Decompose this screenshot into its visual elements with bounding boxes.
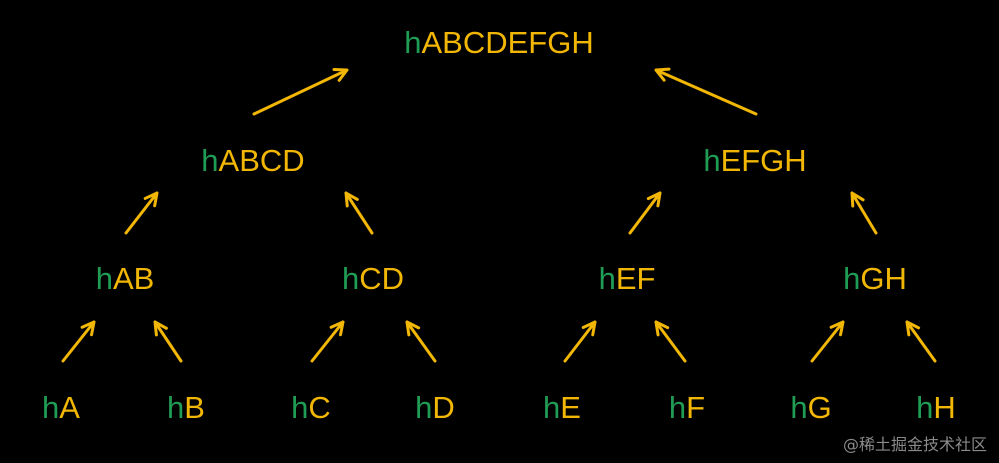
node-label: D (432, 390, 455, 425)
node-prefix: h (42, 390, 60, 425)
node-prefix: h (291, 390, 309, 425)
node-hd: hD (415, 392, 455, 423)
node-label: H (933, 390, 956, 425)
node-hh: hH (916, 392, 956, 423)
node-prefix: h (598, 261, 616, 296)
node-label: CD (359, 261, 405, 296)
edge-arrow-6 (850, 191, 878, 235)
edge-arrow-11 (563, 320, 597, 363)
node-prefix: h (201, 143, 219, 178)
node-prefix: h (543, 390, 561, 425)
node-prefix: h (415, 390, 433, 425)
watermark: @稀土掘金技术社区 (842, 435, 987, 454)
edge-arrow-9 (310, 320, 345, 363)
edge-arrow-7 (61, 320, 96, 363)
node-prefix: h (167, 390, 185, 425)
edge-arrow-10 (405, 320, 437, 363)
node-ha: hA (42, 392, 80, 423)
node-hb: hB (167, 392, 205, 423)
node-prefix: h (95, 261, 113, 296)
edge-arrow-3 (124, 191, 159, 235)
node-label: B (184, 390, 205, 425)
node-hab: hAB (96, 263, 155, 294)
node-hef: hEF (599, 263, 656, 294)
edge-arrow-12 (654, 320, 687, 363)
node-he: hE (543, 392, 581, 423)
edge-arrow-2 (654, 67, 758, 116)
node-prefix: h (843, 261, 861, 296)
edge-arrow-1 (252, 68, 349, 116)
edge-arrow-14 (905, 320, 937, 363)
node-prefix: h (703, 143, 721, 178)
node-label: GH (860, 261, 907, 296)
node-hc: hC (291, 392, 331, 423)
node-label: EF (615, 261, 656, 296)
edge-arrow-5 (628, 191, 662, 235)
node-label: F (686, 390, 706, 425)
node-label: A (59, 390, 80, 425)
node-hefgh: hEFGH (703, 145, 806, 176)
node-hf: hF (669, 392, 705, 423)
node-label: G (807, 390, 832, 425)
node-hg: hG (790, 392, 831, 423)
edge-arrow-4 (344, 191, 374, 235)
node-hcd: hCD (342, 263, 404, 294)
node-prefix: h (668, 390, 687, 425)
node-root: hABCDEFGH (404, 27, 594, 58)
node-prefix: h (790, 390, 808, 425)
edge-arrow-13 (810, 320, 845, 363)
node-label: EFGH (720, 143, 807, 178)
node-label: ABCDEFGH (421, 25, 594, 60)
node-prefix: h (404, 25, 422, 60)
node-hgh: hGH (843, 263, 907, 294)
node-prefix: h (916, 390, 934, 425)
node-habcd: hABCD (201, 145, 304, 176)
node-prefix: h (341, 261, 360, 296)
node-label: E (560, 390, 581, 425)
node-label: ABCD (218, 143, 305, 178)
edge-arrow-8 (153, 320, 183, 363)
node-label: C (308, 390, 331, 425)
node-label: AB (112, 261, 155, 296)
